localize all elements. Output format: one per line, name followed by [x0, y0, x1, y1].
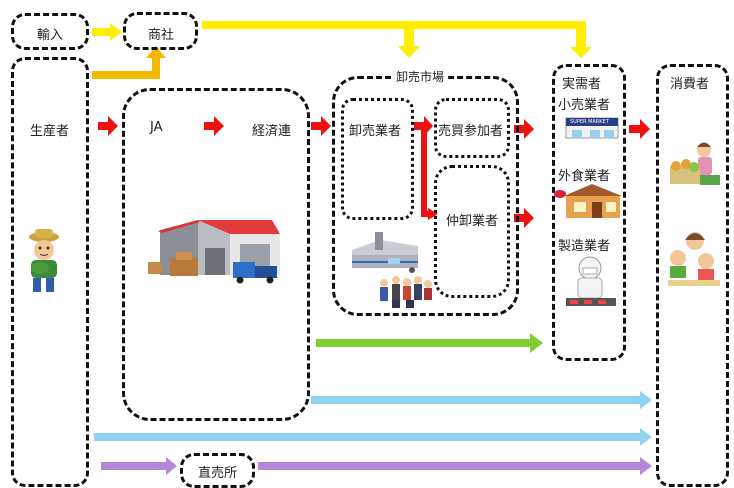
supermarket-sign: SUPER MARKET	[570, 119, 609, 125]
farmer-illustration	[29, 229, 59, 292]
market-people-illustration	[380, 276, 432, 308]
family-illustration	[668, 232, 720, 286]
shopper-illustration	[670, 143, 720, 186]
restaurant-illustration	[554, 184, 622, 218]
factory-worker-illustration	[566, 257, 616, 306]
market-illustration	[352, 232, 418, 273]
warehouse-illustration	[148, 220, 280, 284]
